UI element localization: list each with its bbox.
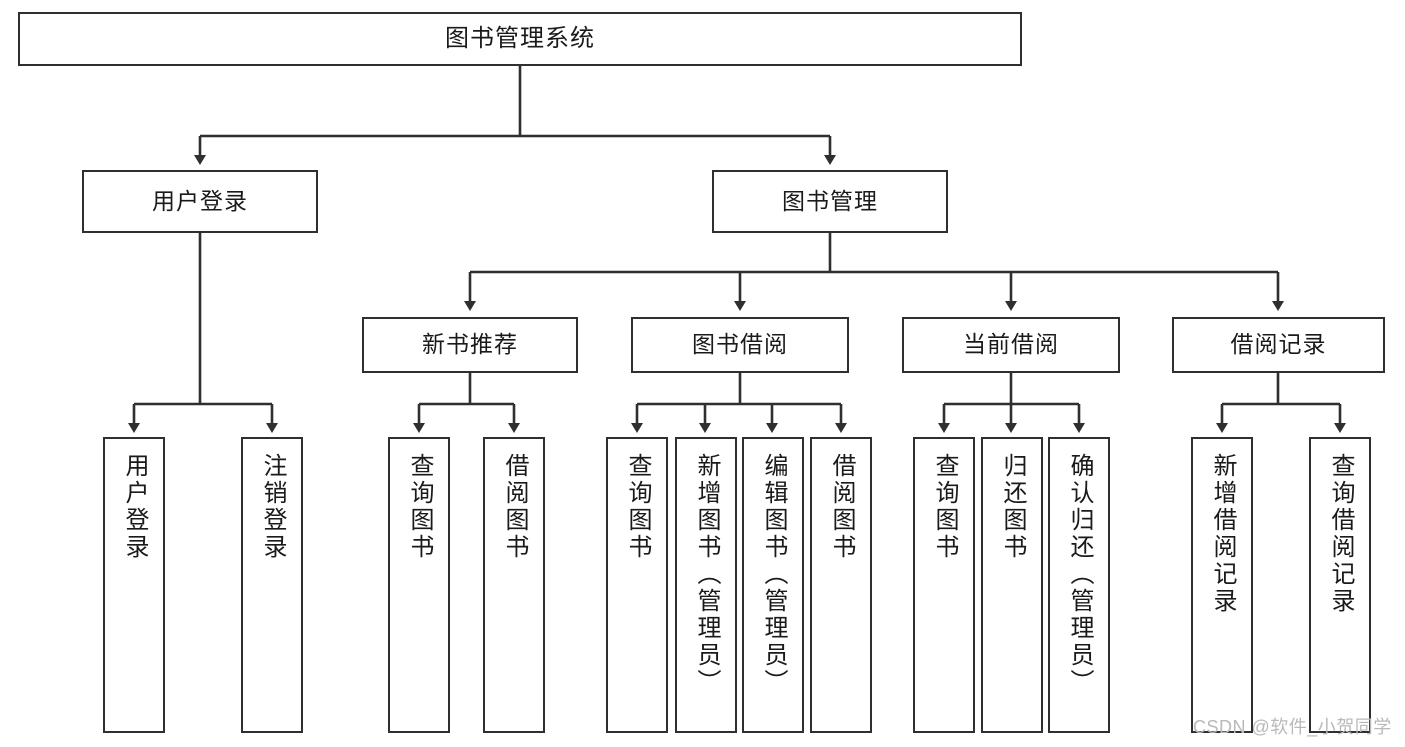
node-new-book-recommend[interactable]: 新书推荐 bbox=[362, 317, 578, 373]
node-label: 查询图书 bbox=[931, 453, 958, 561]
node-label: 查询图书 bbox=[406, 453, 433, 561]
leaf-borrow-query-book[interactable]: 查询图书 bbox=[606, 437, 668, 733]
node-label: 图书管理系统 bbox=[445, 24, 595, 52]
leaf-borrow-add-book-admin[interactable]: 新增图书（管理员） bbox=[675, 437, 737, 733]
leaf-borrow-edit-book-admin[interactable]: 编辑图书（管理员） bbox=[742, 437, 804, 733]
node-borrow-record[interactable]: 借阅记录 bbox=[1172, 317, 1385, 373]
leaf-new-book-query[interactable]: 查询图书 bbox=[388, 437, 450, 733]
node-user-login[interactable]: 用户登录 bbox=[82, 170, 318, 233]
node-label: 图书管理 bbox=[782, 187, 878, 214]
node-label: 图书借阅 bbox=[692, 331, 788, 358]
leaf-user-login-logout[interactable]: 注销登录 bbox=[241, 437, 303, 733]
node-label: 新书推荐 bbox=[422, 331, 518, 358]
node-label: 编辑图书（管理员） bbox=[760, 453, 787, 696]
node-label: 借阅图书 bbox=[501, 453, 528, 561]
leaf-user-login-login[interactable]: 用户登录 bbox=[103, 437, 165, 733]
node-label: 借阅记录 bbox=[1230, 331, 1327, 358]
node-current-borrow[interactable]: 当前借阅 bbox=[902, 317, 1120, 373]
csdn-watermark: CSDN @软件_小贺同学 bbox=[1193, 717, 1392, 737]
node-label: 归还图书 bbox=[999, 453, 1026, 561]
leaf-current-query-book[interactable]: 查询图书 bbox=[913, 437, 975, 733]
leaf-record-add-record[interactable]: 新增借阅记录 bbox=[1191, 437, 1253, 733]
leaf-new-book-borrow[interactable]: 借阅图书 bbox=[483, 437, 545, 733]
node-root-system[interactable]: 图书管理系统 bbox=[18, 12, 1022, 66]
leaf-record-query-record[interactable]: 查询借阅记录 bbox=[1309, 437, 1371, 733]
node-label: 查询图书 bbox=[624, 453, 651, 561]
node-book-management[interactable]: 图书管理 bbox=[712, 170, 948, 233]
node-label: 新增图书（管理员） bbox=[693, 453, 720, 696]
node-label: 确认归还（管理员） bbox=[1066, 453, 1093, 696]
node-label: 用户登录 bbox=[152, 187, 248, 214]
leaf-borrow-borrow-book[interactable]: 借阅图书 bbox=[810, 437, 872, 733]
node-label: 注销登录 bbox=[259, 453, 286, 561]
node-label: 借阅图书 bbox=[828, 453, 855, 561]
node-book-borrow[interactable]: 图书借阅 bbox=[631, 317, 849, 373]
leaf-current-return-book[interactable]: 归还图书 bbox=[981, 437, 1043, 733]
node-label: 用户登录 bbox=[121, 453, 148, 561]
node-label: 新增借阅记录 bbox=[1209, 453, 1236, 615]
node-label: 查询借阅记录 bbox=[1327, 453, 1354, 615]
node-label: 当前借阅 bbox=[963, 331, 1059, 358]
leaf-current-confirm-return-admin[interactable]: 确认归还（管理员） bbox=[1048, 437, 1110, 733]
